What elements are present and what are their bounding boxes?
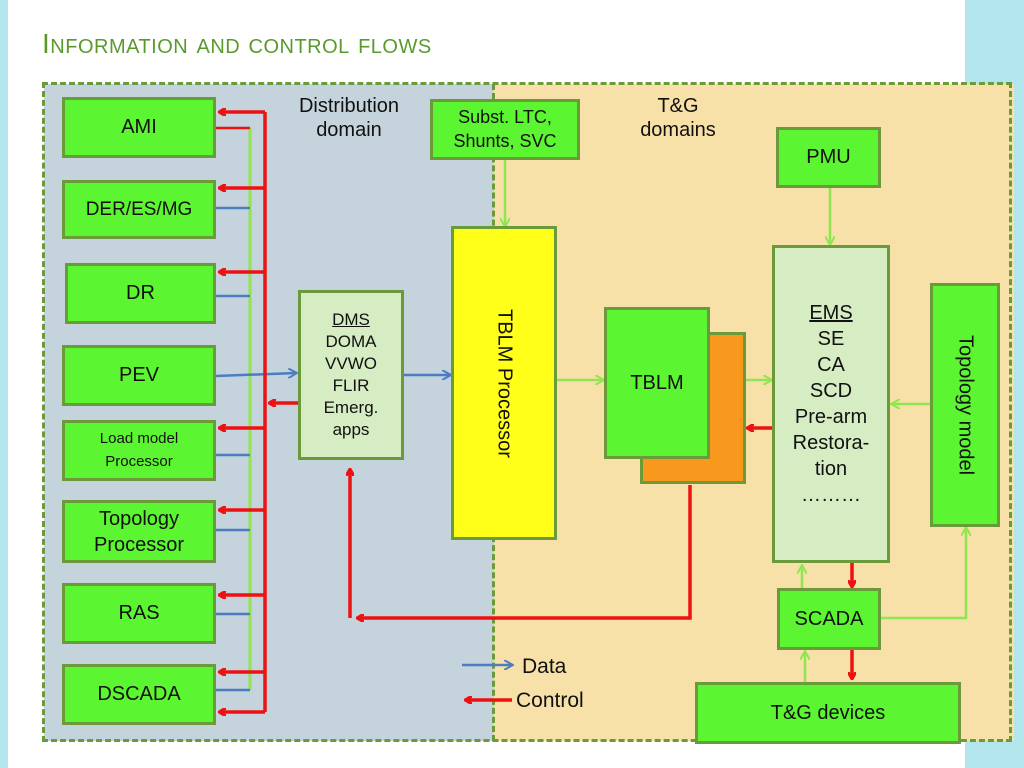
slide-title: Information and control flows: [42, 28, 432, 59]
ami-box: AMI: [62, 97, 216, 158]
legend-data-label: Data: [522, 655, 567, 678]
ems-item: Pre-arm: [794, 406, 868, 428]
scada-box: SCADA: [777, 588, 881, 650]
tg-devices-box: T&G devices: [695, 682, 961, 744]
diagram-frame: [42, 82, 1012, 742]
ems-item: tion: [814, 458, 848, 480]
tg-domain-region: [494, 84, 1014, 741]
dms-item: apps: [332, 420, 370, 440]
ems-item: SCD: [809, 380, 853, 402]
topology-model-box: Topology model: [930, 283, 1000, 527]
tblm-box: TBLM: [604, 307, 710, 459]
subst-ltc-box: Subst. LTC, Shunts, SVC: [430, 99, 580, 160]
ems-item: ………: [801, 484, 861, 506]
der-es-mg-box: DER/ES/MG: [62, 180, 216, 239]
dr-box: DR: [65, 263, 216, 324]
tblm-processor-label: TBLM Processor: [493, 308, 516, 458]
pev-box: PEV: [62, 345, 216, 406]
dms-item: FLIR: [332, 376, 370, 395]
legend-control-label: Control: [516, 689, 584, 712]
ems-item: Restora-: [792, 432, 870, 454]
distribution-domain-label: Distribution domain: [298, 95, 400, 141]
load-model-processor-box: Load model Processor: [62, 420, 216, 481]
dms-item: DOMA: [325, 331, 377, 351]
dms-item: Emerg.: [323, 398, 379, 418]
dms-box: DMS DOMA VVWO FLIR Emerg. apps: [298, 290, 404, 460]
ems-item: CA: [817, 354, 845, 376]
tblm-processor-box: TBLM Processor: [451, 226, 557, 540]
dms-item: VVWO: [325, 353, 377, 373]
dscada-box: DSCADA: [62, 664, 216, 725]
tg-domain-label: T&G domains: [640, 95, 716, 141]
pmu-box: PMU: [776, 127, 881, 188]
left-accent-band: [0, 0, 8, 768]
ems-item: SE: [817, 328, 845, 350]
ems-box: EMS SE CA SCD Pre-arm Restora- tion ………: [772, 245, 890, 563]
ras-box: RAS: [62, 583, 216, 644]
topology-processor-box: Topology Processor: [62, 500, 216, 563]
ems-header: EMS: [809, 302, 853, 324]
dms-header: DMS: [332, 309, 370, 329]
topology-model-label: Topology model: [954, 334, 977, 476]
